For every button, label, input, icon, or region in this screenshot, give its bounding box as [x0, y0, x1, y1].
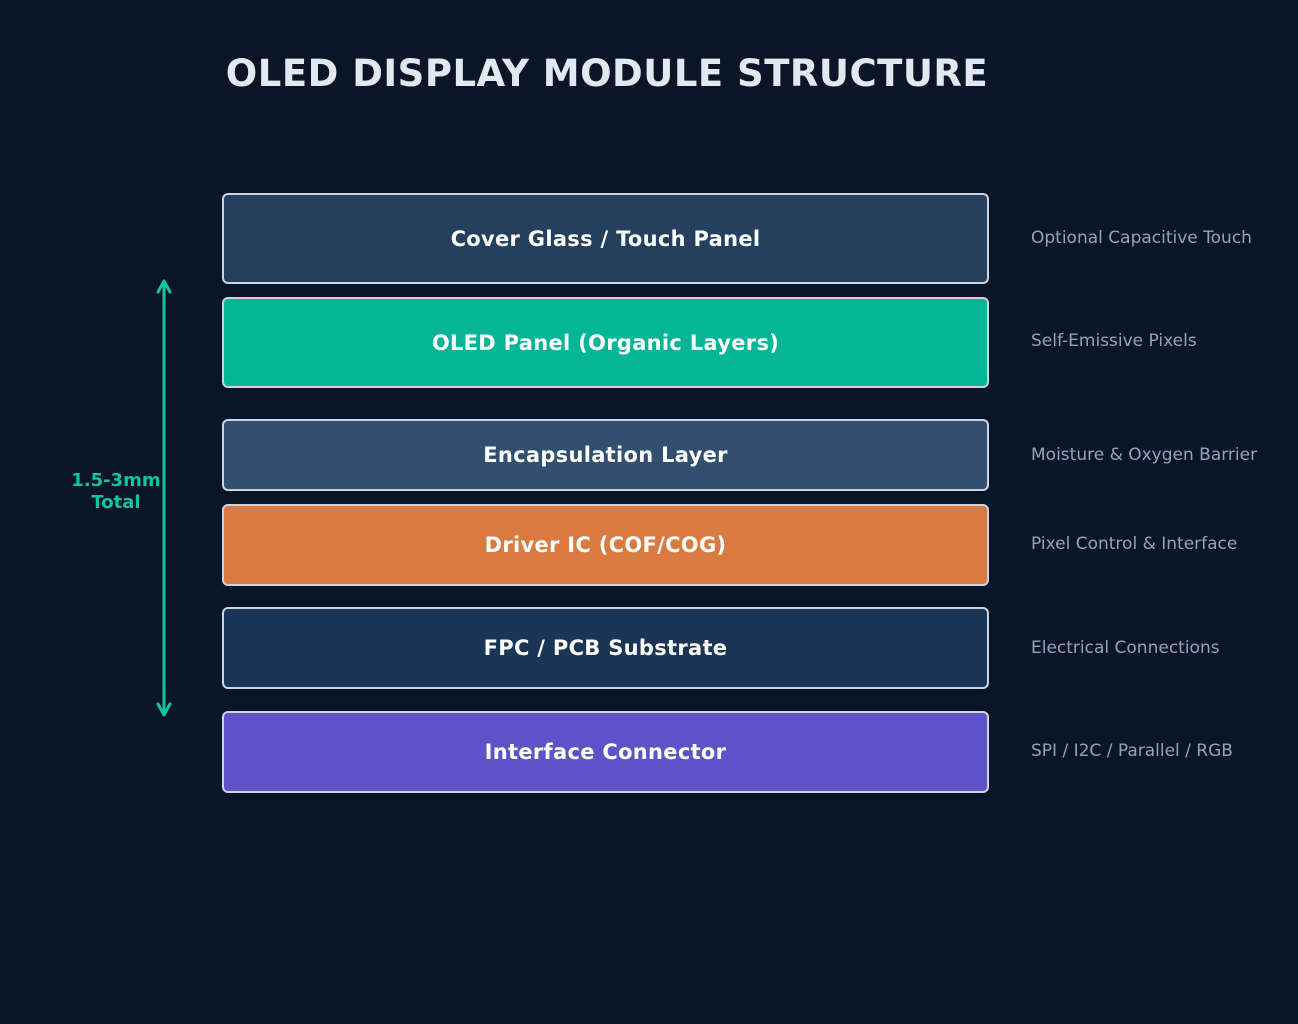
layer-note-encapsulation: Moisture & Oxygen Barrier — [1031, 445, 1258, 465]
layer-label: Encapsulation Layer — [483, 443, 728, 467]
diagram-title: OLED DISPLAY MODULE STRUCTURE — [225, 52, 989, 95]
layer-fpc-pcb: FPC / PCB Substrate — [222, 607, 989, 689]
thickness-caption: Total — [91, 492, 141, 513]
layer-label: FPC / PCB Substrate — [483, 636, 728, 660]
layer-cover-glass: Cover Glass / Touch Panel — [222, 193, 989, 284]
layer-label: OLED Panel (Organic Layers) — [431, 330, 780, 355]
arrow-up-icon — [156, 279, 172, 294]
thickness-value: 1.5-3mm — [71, 470, 161, 491]
layer-oled-panel: OLED Panel (Organic Layers) — [222, 297, 989, 388]
layer-label: Driver IC (COF/COG) — [484, 533, 727, 557]
layer-note-cover-glass: Optional Capacitive Touch — [1031, 228, 1252, 248]
arrow-down-icon — [156, 702, 172, 717]
layer-label: Cover Glass / Touch Panel — [450, 226, 761, 251]
layer-label: Interface Connector — [484, 740, 727, 764]
thickness-dimension-arrow — [156, 279, 172, 717]
layer-note-oled-panel: Self-Emissive Pixels — [1031, 331, 1197, 351]
layer-note-interface-connector: SPI / I2C / Parallel / RGB — [1031, 741, 1233, 761]
layer-encapsulation: Encapsulation Layer — [222, 419, 989, 491]
layer-driver-ic: Driver IC (COF/COG) — [222, 504, 989, 586]
layer-interface-connector: Interface Connector — [222, 711, 989, 793]
layer-note-fpc-pcb: Electrical Connections — [1031, 638, 1220, 658]
layer-note-driver-ic: Pixel Control & Interface — [1031, 534, 1238, 554]
thickness-label: 1.5-3mm Total — [60, 470, 172, 514]
